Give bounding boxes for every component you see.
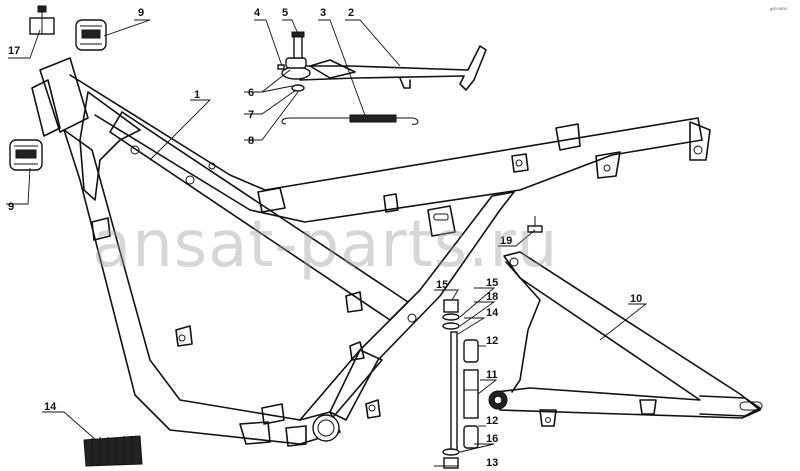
callout-19: 19 xyxy=(500,235,512,247)
callout-5: 5 xyxy=(282,7,288,19)
nut-14-top xyxy=(443,299,459,313)
bellows-boot-16 xyxy=(83,435,143,467)
callout-9-top: 9 xyxy=(138,7,144,19)
steering-head-tube xyxy=(39,57,89,133)
callout-1: 1 xyxy=(194,89,200,101)
pivot-axle-stack xyxy=(442,299,479,469)
corner-code: g00 0000 xyxy=(770,6,787,11)
washer-18 xyxy=(442,322,460,330)
steering-bearing-top xyxy=(75,19,107,51)
bolt-part-19 xyxy=(527,216,543,233)
callout-18: 18 xyxy=(486,291,498,303)
callout-16: 14 xyxy=(44,401,57,413)
stand-spring xyxy=(281,114,419,125)
callout-8: 8 xyxy=(248,135,254,147)
callout-9-bottom: 9 xyxy=(8,201,14,213)
head-gusset xyxy=(79,91,141,201)
callout-10: 10 xyxy=(630,293,642,305)
swingarm xyxy=(488,251,763,427)
main-frame xyxy=(31,57,711,447)
callout-11: 11 xyxy=(486,369,498,381)
callout-labels: 17 9 9 1 4 5 3 2 6 7 8 19 10 15 15 18 14… xyxy=(8,7,642,469)
washer-15-bottom xyxy=(442,448,460,456)
bushing-12-bottom xyxy=(463,425,479,449)
watermark: ansat-parts.ru xyxy=(92,208,558,282)
pivot-ring xyxy=(312,414,340,442)
callout-14-top: 15 xyxy=(436,279,448,291)
sleeve-part-17 xyxy=(29,5,55,35)
callout-13: 14 xyxy=(486,307,499,319)
rear-subframe-end xyxy=(689,121,711,161)
top-spine-tube xyxy=(69,74,703,223)
rear-vertical-tube xyxy=(329,191,515,421)
callout-6: 6 xyxy=(248,87,254,99)
steering-bearing-bottom xyxy=(9,139,43,171)
frame-lower-cross xyxy=(299,349,383,431)
callout-17: 17 xyxy=(8,45,20,57)
callout-4: 4 xyxy=(254,7,261,19)
pivot-axle-13 xyxy=(450,331,458,455)
bushing-12-top xyxy=(463,339,479,363)
callout-2: 2 xyxy=(348,7,354,19)
side-stand-assembly xyxy=(277,31,487,92)
washer-15-top xyxy=(442,313,460,321)
callout-14-bottom: 13 xyxy=(486,457,498,469)
callout-15-top: 15 xyxy=(486,277,498,289)
side-stand xyxy=(299,45,487,91)
callout-15-bottom: 16 xyxy=(486,433,498,445)
callout-12-top: 12 xyxy=(486,335,498,347)
callout-3: 3 xyxy=(320,7,326,19)
sleeve-11 xyxy=(463,369,479,419)
steering-head-top xyxy=(31,79,61,137)
callout-7: 7 xyxy=(248,109,254,121)
callout-12-bottom: 12 xyxy=(486,415,498,427)
leader-lines xyxy=(6,19,648,467)
nut-14-bottom xyxy=(443,457,459,469)
down-tube xyxy=(63,129,341,445)
